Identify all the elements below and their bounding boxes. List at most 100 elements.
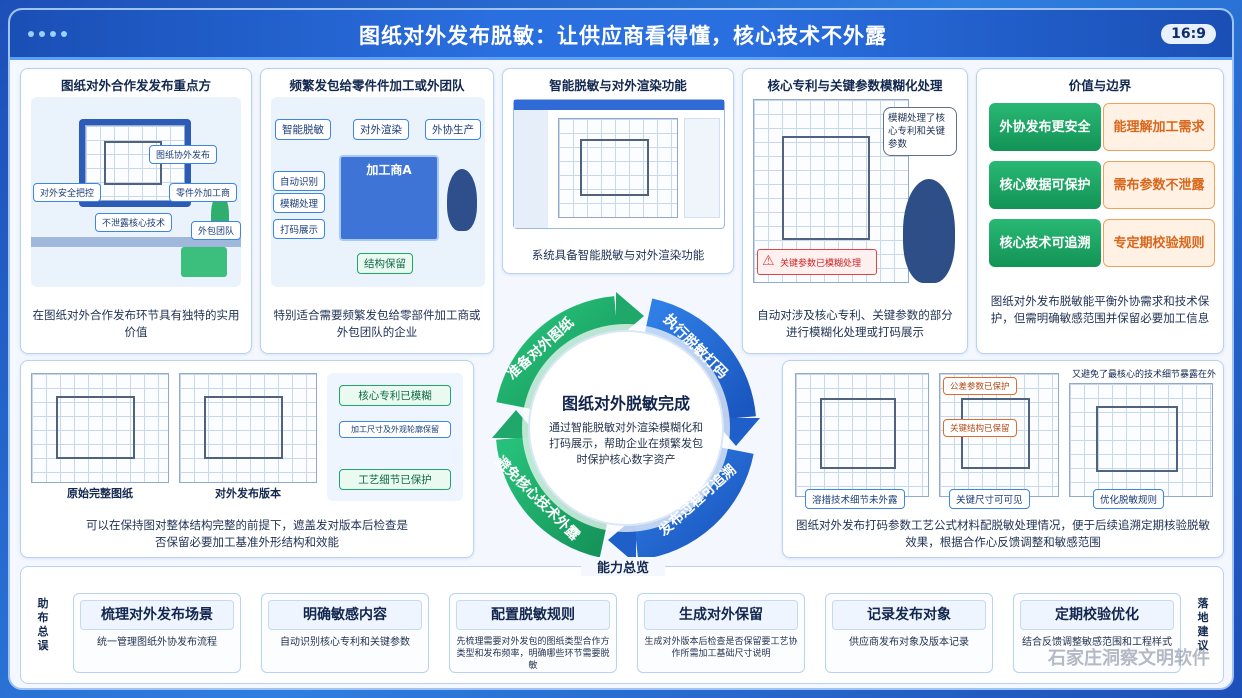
panel-publish-focus: 图纸对外合作发发布重点方 图纸协外发布 对外安全把控 零件外加工商 外包团队 不… bbox=[20, 68, 252, 354]
trace-tag-structure: 关键结构已保留 bbox=[943, 419, 1017, 437]
trace-drawing-3 bbox=[1069, 383, 1213, 497]
ability-card-generate: 生成对外保留 生成对外版本后检查是否保留要工艺协作所需加工基础尺寸说明 bbox=[637, 593, 805, 673]
tag-outsource-publish: 图纸协外发布 bbox=[149, 145, 218, 164]
ability-card-sensitive: 明确敏感内容 自动识别核心专利和关键参数 bbox=[261, 593, 429, 673]
panel-title: 频繁发包给零件件加工或外团队 bbox=[289, 78, 465, 93]
center-disc: 图纸对外脱敏完成 通过智能脱敏对外渲染模糊化和打码展示，帮助企业在频繁发包时保护… bbox=[528, 330, 724, 526]
tag-structure-keep: 结构保留 bbox=[357, 253, 413, 274]
panel-caption: 特别适合需要频繁发包给零部件加工商或外包团队的企业 bbox=[273, 308, 481, 339]
supplier-illustration: 智能脱敏 对外渲染 外协生产 加工商A 自动识别 模糊处理 打码展示 结构保留 bbox=[271, 97, 485, 287]
ability-head: 梳理对外发布场景 bbox=[80, 600, 234, 630]
ability-desc: 生成对外版本后检查是否保留要工艺协作所需加工基础尺寸说明 bbox=[644, 637, 798, 659]
arrow-head-3 bbox=[608, 516, 636, 564]
worker-figure bbox=[447, 169, 477, 231]
tag-outsource-production: 外协生产 bbox=[425, 119, 481, 140]
status-dimension-kept: 加工尺寸及外观轮廓保留 bbox=[339, 421, 451, 438]
status-patent-blurred: 核心专利已模糊 bbox=[339, 385, 451, 406]
ability-head: 记录发布对象 bbox=[832, 600, 986, 630]
tag-no-leak: 不泄露核心技术 bbox=[95, 213, 173, 232]
panel-frequent-outsource: 频繁发包给零件件加工或外团队 智能脱敏 对外渲染 外协生产 加工商A 自动识别 … bbox=[260, 68, 494, 354]
app-titlebar bbox=[514, 100, 724, 110]
arrow-head-1 bbox=[616, 292, 644, 340]
panel-title: 智能脱敏与对外渲染功能 bbox=[549, 78, 687, 93]
ability-title: 能力总览 bbox=[581, 557, 665, 576]
ability-card-scenario: 梳理对外发布场景 统一管理图纸外协发布流程 bbox=[73, 593, 241, 673]
value-traceable: 核心技术可追溯 bbox=[989, 219, 1101, 267]
page-frame: 图纸对外发布脱敏：让供应商看得懂，核心技术不外露 16:9 图纸对外合作发发布重… bbox=[8, 8, 1234, 690]
ability-head: 明确敏感内容 bbox=[268, 600, 422, 630]
original-drawing bbox=[31, 373, 169, 483]
warning-icon: ⚠ bbox=[762, 253, 775, 269]
process-cycle: 图纸对外脱敏完成 通过智能脱敏对外渲染模糊化和打码展示，帮助企业在频繁发包时保护… bbox=[476, 278, 776, 578]
panel-patent-blur: 核心专利与关键参数模糊化处理 模糊处理了核心专利和关键参数 ⚠ 关键参数已模糊处… bbox=[742, 68, 968, 354]
tag-external-render: 对外渲染 bbox=[353, 119, 409, 140]
center-title: 图纸对外脱敏完成 bbox=[561, 394, 690, 413]
right-side-label: 落地建议 bbox=[1197, 597, 1209, 652]
arrow-head-2 bbox=[712, 418, 760, 446]
ability-head: 生成对外保留 bbox=[644, 600, 798, 630]
aspect-ratio-badge: 16:9 bbox=[1161, 24, 1216, 44]
ability-desc: 先梳理需要对外发包的图纸类型合作方类型和发布频率，明确哪些环节需要脱敏 bbox=[456, 637, 610, 671]
boundary-rules: 专定期校验规则 bbox=[1103, 219, 1215, 267]
folder-icon bbox=[181, 247, 227, 277]
boundary-params: 需布参数不泄露 bbox=[1103, 161, 1215, 209]
panel-caption: 图纸对外发布打码参数工艺公式材料配脱敏处理情况，便于后续追溯定期核验脱敏效果，根… bbox=[796, 518, 1210, 549]
panel-caption: 系统具备智能脱敏与对外渲染功能 bbox=[531, 248, 705, 262]
trace-top-note: 又避免了最核心的技术细节暴露在外 bbox=[1071, 370, 1216, 380]
app-sidebar bbox=[514, 110, 548, 228]
app-window bbox=[513, 99, 725, 229]
label-original: 原始完整图纸 bbox=[67, 487, 133, 500]
ability-overview: 能力总览 助布总误 落地建议 梳理对外发布场景 统一管理图纸外协发布流程 明确敏… bbox=[20, 557, 1224, 684]
tag-blur: 模糊处理 bbox=[273, 193, 326, 213]
ring-segment-trace bbox=[633, 445, 754, 560]
ability-head: 定期校验优化 bbox=[1020, 600, 1174, 630]
trace-drawing-1 bbox=[795, 373, 929, 497]
panel-smart-render: 智能脱敏与对外渲染功能 系统具备智能脱敏与对外渲染功能 bbox=[502, 68, 734, 274]
watermark: 石家庄洞察文明软件 bbox=[1048, 648, 1210, 669]
value-data-protect: 核心数据可保护 bbox=[989, 161, 1101, 209]
screen-label: 加工商A bbox=[366, 163, 412, 177]
desk bbox=[31, 237, 241, 247]
warning-text: 关键参数已模糊处理 bbox=[780, 259, 862, 269]
app-right-panel bbox=[684, 118, 720, 218]
header-bar: 图纸对外发布脱敏：让供应商看得懂，核心技术不外露 16:9 bbox=[10, 10, 1232, 60]
published-drawing bbox=[179, 373, 317, 483]
speech-bubble: 模糊处理了核心专利和关键参数 bbox=[883, 107, 957, 156]
label-published: 对外发布版本 bbox=[215, 487, 281, 500]
ring-segment-prepare bbox=[496, 296, 619, 411]
ability-desc: 自动识别核心专利和关键参数 bbox=[280, 637, 410, 648]
panel-compare-versions: 原始完整图纸 对外发布版本 核心专利已模糊 加工尺寸及外观轮廓保留 工艺细节已保… bbox=[20, 360, 474, 558]
panel-title: 核心专利与关键参数模糊化处理 bbox=[767, 78, 943, 93]
tag-security-control: 对外安全把控 bbox=[33, 183, 102, 202]
page-title: 图纸对外发布脱敏：让供应商看得懂，核心技术不外露 bbox=[359, 24, 887, 48]
office-illustration: 图纸协外发布 对外安全把控 零件外加工商 外包团队 不泄露核心技术 bbox=[31, 97, 241, 287]
tag-parts-supplier: 零件外加工商 bbox=[169, 183, 238, 202]
ability-head: 配置脱敏规则 bbox=[456, 600, 610, 630]
ability-card-optimize: 定期校验优化 结合反馈调整敏感范围和工程样式 bbox=[1013, 593, 1181, 673]
engineer-figure bbox=[903, 179, 955, 283]
ability-desc: 结合反馈调整敏感范围和工程样式 bbox=[1022, 637, 1172, 648]
trace-label-2: 关键尺寸可可见 bbox=[949, 489, 1030, 509]
ability-card-record: 记录发布对象 供应商发布对象及版本记录 bbox=[825, 593, 993, 673]
value-safe-publish: 外协发布更安全 bbox=[989, 103, 1101, 151]
left-side-label: 助布总误 bbox=[37, 597, 49, 652]
trace-label-3: 优化脱敏规则 bbox=[1093, 489, 1165, 509]
cycle-ring bbox=[492, 292, 760, 564]
ability-desc: 统一管理图纸外协发布流程 bbox=[97, 637, 217, 648]
panel-caption: 自动对涉及核心专利、关键参数的部分进行模糊化处理或打码展示 bbox=[757, 308, 953, 339]
decor-dots bbox=[28, 31, 67, 37]
boundary-understand: 能理解加工需求 bbox=[1103, 103, 1215, 151]
panel-title: 价值与边界 bbox=[1068, 78, 1132, 93]
tag-smart-desensitize: 智能脱敏 bbox=[275, 119, 331, 140]
ability-desc: 供应商发布对象及版本记录 bbox=[849, 637, 969, 648]
ability-card-rules: 配置脱敏规则 先梳理需要对外发包的图纸类型合作方类型和发布频率，明确哪些环节需要… bbox=[449, 593, 617, 673]
trace-label-1: 溶措技术细节未外露 bbox=[805, 489, 905, 509]
panel-traceability: 又避免了最核心的技术细节暴露在外 公差参数已保护 关键结构已保留 溶措技术细节未… bbox=[782, 360, 1224, 558]
center-description: 通过智能脱敏对外渲染模糊化和打码展示，帮助企业在频繁发包时保护核心数字资产 bbox=[549, 421, 703, 466]
screen-supplier bbox=[339, 155, 439, 241]
ring-segment-avoid bbox=[496, 435, 609, 558]
panel-value-boundary: 价值与边界 外协发布更安全 核心数据可保护 核心技术可追溯 能理解加工需求 需布… bbox=[976, 68, 1224, 354]
trace-tag-tolerance: 公差参数已保护 bbox=[943, 377, 1017, 395]
status-process-protected: 工艺细节已保护 bbox=[339, 469, 451, 490]
panel-caption: 在图纸对外合作发布环节具有独特的实用价值 bbox=[32, 308, 240, 339]
